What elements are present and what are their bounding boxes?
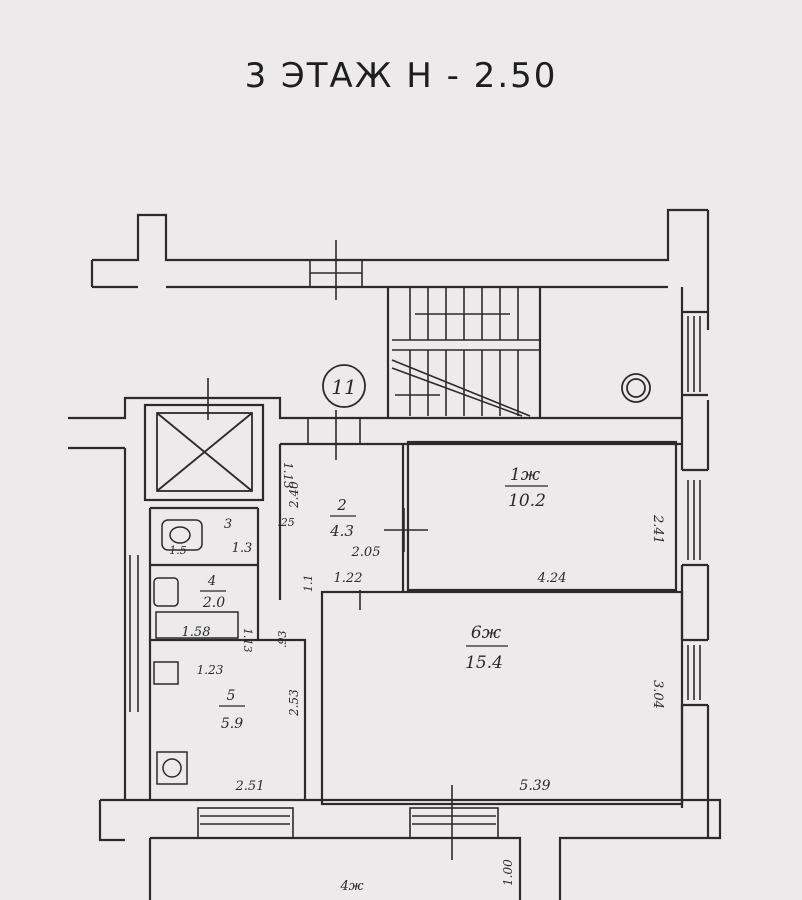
- dim-room6-width: 5.39: [519, 778, 550, 794]
- dim-hall-height: 2.40: [287, 481, 301, 509]
- dim-small-6: 1.00: [501, 859, 515, 886]
- walls: [68, 208, 722, 900]
- room-3-label: 3: [224, 517, 232, 532]
- room-1-label: 1ж: [510, 465, 541, 485]
- stair-number-marker: 11: [322, 364, 366, 408]
- room-4-area: 2.0: [202, 595, 225, 611]
- windows: [129, 240, 701, 860]
- room-1-area: 10.2: [508, 491, 546, 511]
- dim-kitchen-height: 2.53: [287, 689, 301, 717]
- dim-room1-width: 4.24: [537, 571, 567, 586]
- room-6-area: 15.4: [465, 653, 503, 673]
- room-4-label: 4: [207, 574, 216, 589]
- dimension-labels: 4.24 2.41 5.39 3.04 2.05 2.40 1.13 1.22 …: [169, 462, 665, 886]
- room-6-label: 6ж: [471, 623, 502, 643]
- room-5-label: 5: [227, 688, 236, 704]
- dim-small-2: 1.5: [169, 544, 187, 557]
- dim-small-5: 1.13: [241, 628, 254, 653]
- staircase: [391, 287, 540, 417]
- dim-small-3: 1.1: [302, 575, 315, 593]
- room-2-label: 2: [336, 496, 347, 514]
- dim-small-1: .25: [277, 516, 295, 529]
- dim-kitchen-width: 2.51: [235, 779, 265, 794]
- dim-room6-height: 3.04: [650, 680, 665, 709]
- dim-bath-side: 1.23: [197, 663, 224, 677]
- dim-bath-width: 1.58: [182, 625, 211, 640]
- plan-title: 3 ЭТАЖ Н - 2.50: [244, 56, 558, 96]
- chute-icon: [621, 373, 651, 403]
- dim-room1-height: 2.41: [650, 514, 665, 544]
- room-5-area: 5.9: [221, 716, 243, 732]
- elevator-shaft-icon: [156, 412, 253, 492]
- stair-number: 11: [331, 375, 356, 399]
- room-3-area: 1.3: [232, 541, 253, 556]
- room-labels: 1ж 10.2 2 4.3 3 1.3 4 2.0 5 5.9 6ж 15.4 …: [200, 465, 548, 894]
- room-lower-label: 4ж: [339, 879, 363, 894]
- dim-small-4: .93: [276, 631, 289, 649]
- room-2-area: 4.3: [329, 522, 354, 540]
- dim-hall-top: 1.13: [281, 462, 295, 489]
- bathroom-fixtures: [153, 519, 239, 785]
- dim-passage-width: 1.22: [334, 571, 363, 586]
- dim-hall-width: 2.05: [351, 545, 381, 560]
